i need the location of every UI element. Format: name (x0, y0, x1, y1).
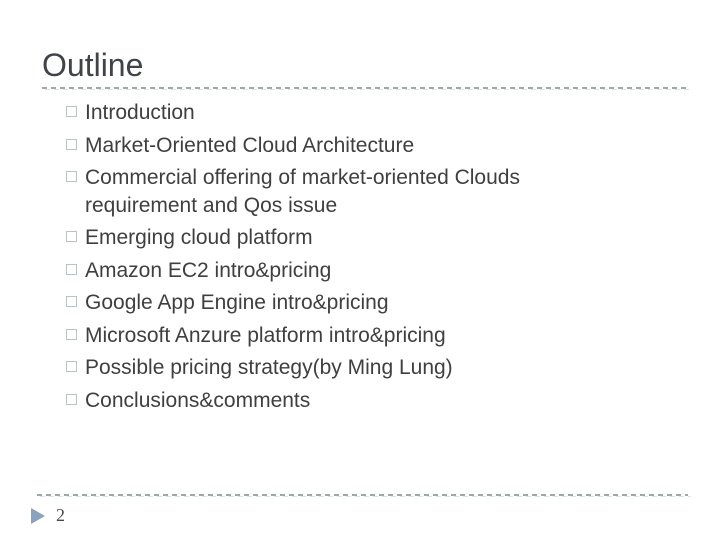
list-item: Amazon EC2 intro&pricing (66, 257, 610, 285)
square-bullet-icon (66, 231, 77, 242)
square-bullet-icon (66, 328, 77, 340)
square-bullet-icon (66, 361, 77, 372)
square-bullet-icon (66, 296, 77, 307)
square-bullet-icon (66, 138, 77, 150)
list-item-text: Conclusions&comments (85, 388, 311, 412)
footer-divider (37, 494, 691, 497)
list-item: Google App Engine intro&pricing (66, 289, 610, 317)
square-bullet-icon (66, 106, 77, 117)
list-item: Possible pricing strategy(by Ming Lung) (66, 354, 610, 382)
list-item-text: Microsoft Anzure platform intro&pricing (85, 323, 446, 347)
square-bullet-icon (66, 171, 77, 182)
list-item: Commercial offering of market-oriented C… (66, 164, 610, 219)
list-item: Market-Oriented Cloud Architecture (66, 132, 610, 160)
square-bullet-icon (66, 263, 77, 275)
list-item: Emerging cloud platform (66, 224, 610, 252)
list-item-text: Introduction (85, 101, 195, 124)
list-item: Introduction (66, 99, 610, 127)
list-item: Microsoft Anzure platform intro&pricing (66, 322, 610, 350)
outline-list: Introduction Market-Oriented Cloud Archi… (66, 99, 610, 419)
list-item-text: Emerging cloud platform (85, 226, 313, 249)
list-item-text: Commercial offering of market-oriented C… (85, 166, 520, 217)
list-item-text: Possible pricing strategy(by Ming Lung) (85, 356, 453, 379)
footer-triangle-icon (31, 508, 45, 524)
list-item-text: Market-Oriented Cloud Architecture (85, 133, 415, 157)
list-item-text: Google App Engine intro&pricing (85, 291, 389, 314)
list-item-text: Amazon EC2 intro&pricing (85, 258, 332, 282)
title-divider (42, 87, 691, 90)
page-number: 2 (56, 505, 65, 525)
square-bullet-icon (66, 393, 77, 405)
list-item: Conclusions&comments (66, 387, 610, 415)
slide-title: Outline (42, 47, 144, 83)
